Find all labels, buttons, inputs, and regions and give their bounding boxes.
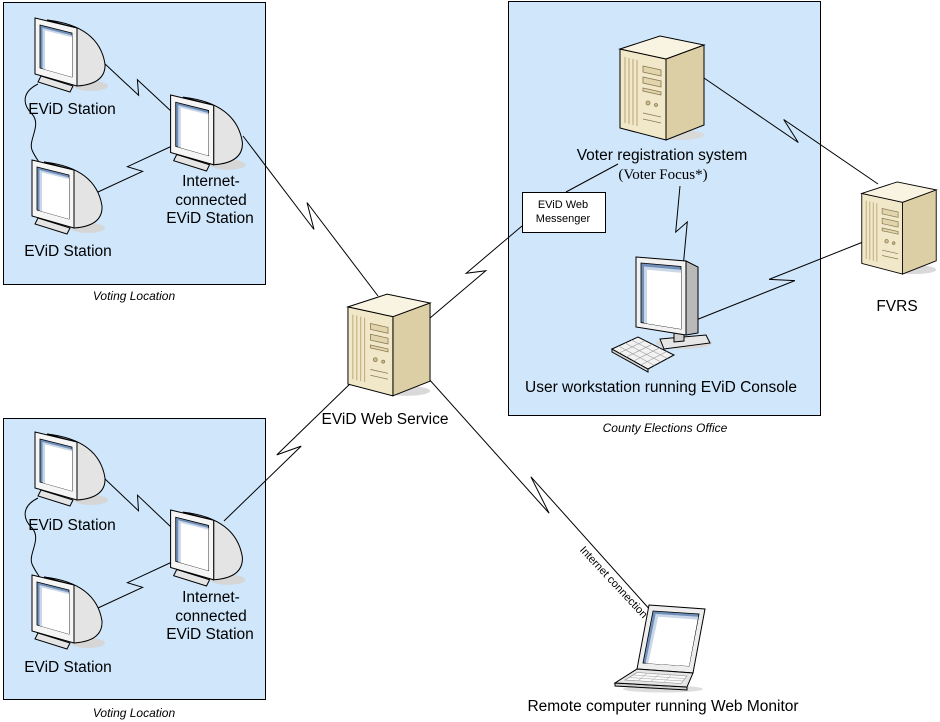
internet-station-label-line-1: Internet-: [182, 173, 240, 190]
remote-computer-label: Remote computer running Web Monitor: [527, 698, 798, 715]
link-web-messenger-to-voter-registration: [565, 163, 619, 193]
link-bottom-internet-station-to-web-service: [223, 379, 355, 522]
link-web-service-to-web-messenger: [429, 225, 523, 319]
server-tower-icon: [347, 293, 431, 397]
link-web-service-to-remote-computer: [427, 377, 653, 613]
link-voter-registration-to-workstation: [675, 185, 688, 269]
voting-location-caption: Voting Location: [93, 706, 176, 720]
voter-registration-label: Voter registration system: [577, 147, 748, 164]
internet-station-label-line-1: Internet-: [182, 589, 240, 606]
link-top-station-2-to-internet-station: [97, 145, 173, 193]
internet-station-label-line-3: EViD Station: [166, 210, 254, 227]
station-label: EViD Station: [24, 243, 112, 260]
link-voter-registration-to-fvrs: [703, 77, 879, 185]
link-bottom-station-2-to-internet-station: [97, 561, 173, 609]
server-tower-icon: [619, 35, 705, 141]
web-messenger-label-line-1: EViD Web: [538, 199, 588, 211]
link-top-internet-station-to-web-service: [242, 135, 379, 297]
voter-registration-product: (Voter Focus*): [618, 167, 707, 183]
station-cable-top: [24, 83, 41, 165]
station-label: EViD Station: [28, 517, 116, 534]
web-service-label: EViD Web Service: [322, 411, 449, 428]
internet-station-label-line-2: connected: [175, 192, 247, 209]
workstation-label: User workstation running EViD Console: [525, 379, 797, 396]
link-bottom-station-1-to-internet-station: [103, 477, 173, 529]
web-messenger-box: [522, 192, 606, 233]
station-label: EViD Station: [28, 101, 116, 118]
server-tower-icon: [861, 181, 937, 275]
fvrs-label: FVRS: [876, 298, 917, 315]
county-elections-office-caption: County Elections Office: [603, 421, 728, 435]
internet-station-label-line-3: EViD Station: [166, 626, 254, 643]
station-cable-bottom: [24, 497, 41, 579]
internet-station-label-line-2: connected: [175, 608, 247, 625]
link-fvrs-to-workstation: [695, 239, 869, 321]
voting-location-caption: Voting Location: [93, 289, 176, 303]
station-label: EViD Station: [24, 659, 112, 676]
web-messenger-label-line-2: Messenger: [536, 213, 591, 225]
link-top-station-1-to-internet-station: [103, 62, 173, 113]
